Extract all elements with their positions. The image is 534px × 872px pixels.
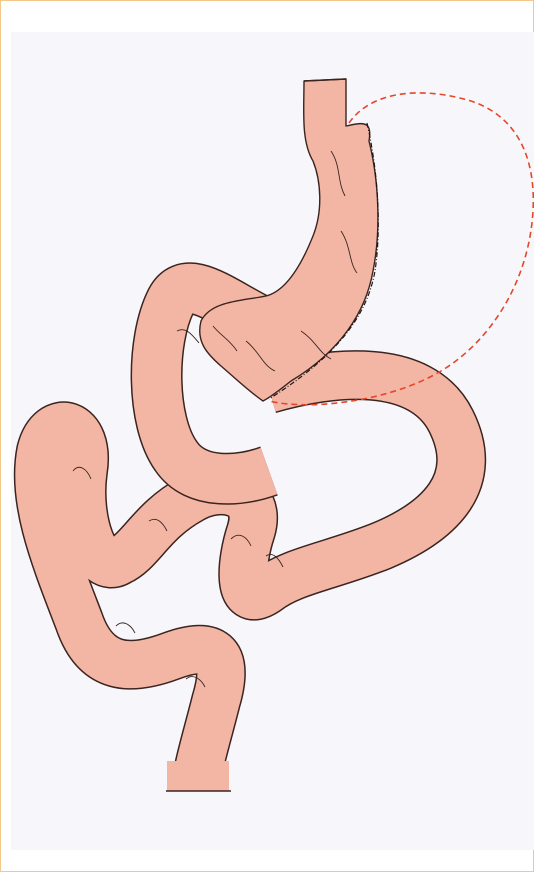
- distal-cut-end: [167, 761, 229, 791]
- intestine-fill: [39, 375, 461, 791]
